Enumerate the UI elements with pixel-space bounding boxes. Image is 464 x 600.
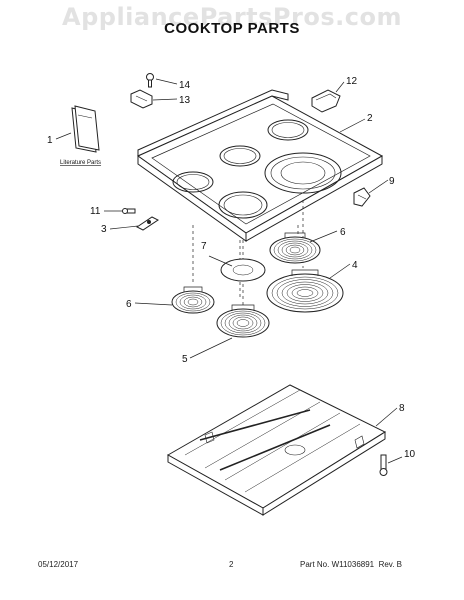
callout-4: 4 — [352, 260, 358, 271]
heating-element-4 — [266, 269, 344, 313]
callout-12: 12 — [346, 76, 358, 87]
literature-parts-booklet — [71, 105, 100, 153]
callout-8: 8 — [399, 403, 405, 414]
callout-14: 14 — [179, 80, 191, 91]
callout-7: 7 — [201, 241, 207, 252]
callout-6-upper: 6 — [340, 227, 346, 238]
screw-part — [146, 73, 154, 88]
callout-13: 13 — [179, 95, 191, 106]
page-title: COOKTOP PARTS — [164, 20, 300, 37]
screw-part-11 — [122, 208, 136, 214]
footer-date: 05/12/2017 — [38, 560, 79, 569]
footer-page-number: 2 — [229, 560, 234, 569]
screw-part-10 — [379, 454, 388, 476]
callout-3: 3 — [101, 224, 107, 235]
cooktop-support-tray — [166, 384, 387, 516]
bracket-part-3 — [136, 216, 159, 231]
clip-part — [311, 89, 341, 113]
heating-element-5 — [216, 304, 270, 338]
heating-element-7 — [220, 258, 266, 282]
bracket-part — [130, 89, 153, 109]
heating-element-6-lower — [171, 286, 215, 314]
callout-10: 10 — [404, 449, 416, 460]
callout-6-lower: 6 — [126, 299, 132, 310]
literature-parts-label: Literature Parts — [60, 160, 101, 166]
callout-1: 1 — [47, 135, 53, 146]
cooktop-panel — [136, 89, 384, 242]
callout-9: 9 — [389, 176, 395, 187]
callout-11: 11 — [90, 206, 101, 217]
watermark: AppliancePartsPros.com — [62, 3, 402, 31]
leader-lines — [55, 78, 403, 464]
heating-element-6-upper — [269, 232, 321, 264]
bracket-part-9 — [353, 187, 371, 207]
callout-5: 5 — [182, 354, 188, 365]
footer-part-number: Part No. W11036891 Rev. B — [300, 560, 402, 569]
callout-2: 2 — [367, 113, 373, 124]
